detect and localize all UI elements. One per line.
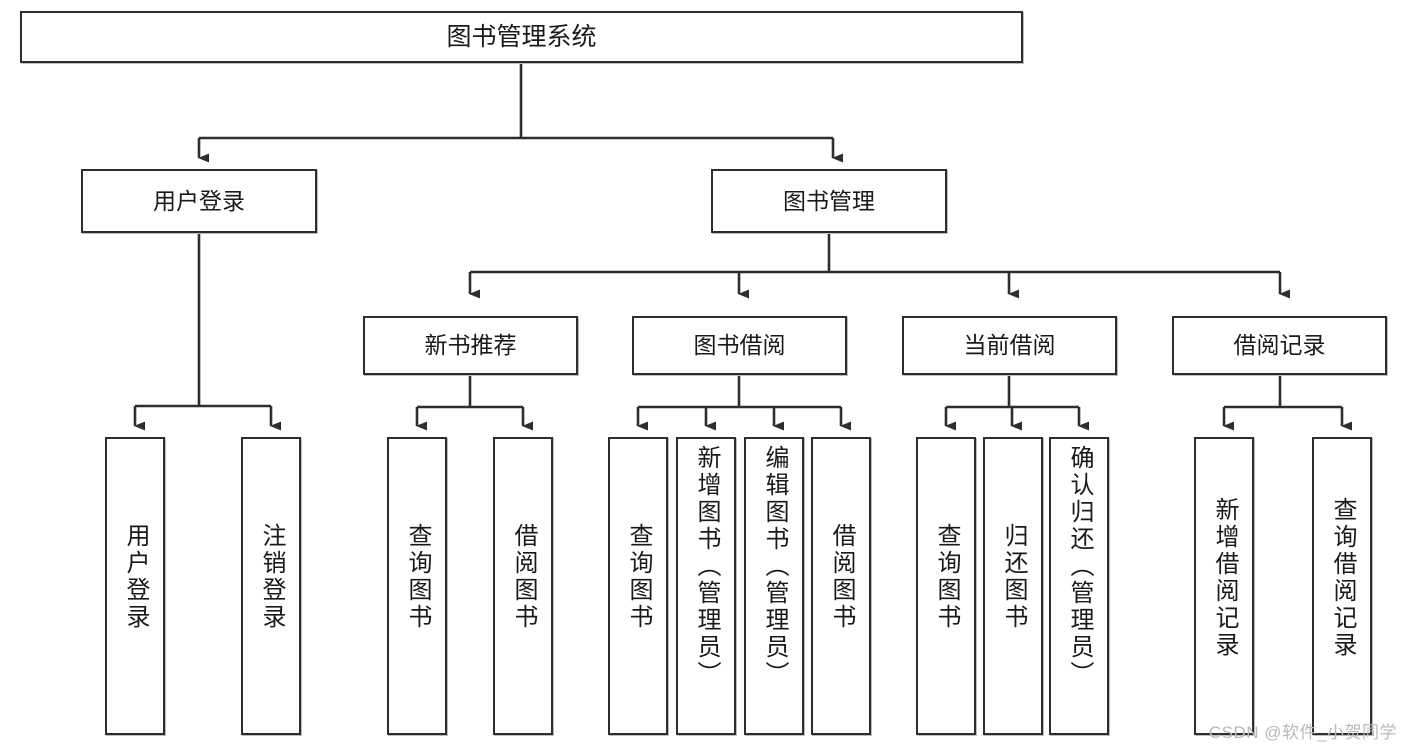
leaf-logout[interactable]: 注销登录: [241, 437, 301, 735]
leaf-query-book-1-label: 查询图书: [404, 523, 431, 631]
leaf-query-book-3[interactable]: 查询图书: [916, 437, 976, 735]
node-book-borrow[interactable]: 图书借阅: [632, 316, 847, 375]
leaf-query-book-3-label: 查询图书: [933, 523, 960, 631]
leaf-borrow-book-2-label: 借阅图书: [828, 523, 855, 631]
leaf-return-book[interactable]: 归还图书: [983, 437, 1043, 735]
node-new-book-recommend-label: 新书推荐: [424, 332, 517, 358]
leaf-confirm-return-label: 确认归还（管理员）: [1066, 445, 1093, 688]
node-borrow-record[interactable]: 借阅记录: [1172, 316, 1387, 375]
node-user-login[interactable]: 用户登录: [81, 169, 317, 233]
node-root[interactable]: 图书管理系统: [20, 11, 1023, 63]
leaf-edit-book[interactable]: 编辑图书（管理员）: [744, 437, 804, 735]
leaf-add-book[interactable]: 新增图书（管理员）: [676, 437, 736, 735]
watermark: CSDN @软件_小贺同学: [1208, 723, 1397, 742]
leaf-query-record-label: 查询借阅记录: [1329, 497, 1356, 659]
leaf-user-login-label: 用户登录: [122, 523, 149, 631]
leaf-borrow-book-2[interactable]: 借阅图书: [811, 437, 871, 735]
node-user-login-label: 用户登录: [153, 187, 245, 214]
node-current-borrow[interactable]: 当前借阅: [902, 316, 1117, 375]
leaf-logout-label: 注销登录: [258, 523, 285, 631]
node-current-borrow-label: 当前借阅: [963, 332, 1056, 358]
leaf-query-book-2-label: 查询图书: [625, 523, 652, 631]
leaf-borrow-book-1-label: 借阅图书: [510, 523, 537, 631]
node-new-book-recommend[interactable]: 新书推荐: [363, 316, 578, 375]
node-book-borrow-label: 图书借阅: [693, 332, 786, 358]
leaf-add-book-label: 新增图书（管理员）: [693, 445, 720, 688]
leaf-return-book-label: 归还图书: [1000, 523, 1027, 631]
node-borrow-record-label: 借阅记录: [1233, 332, 1326, 358]
node-root-label: 图书管理系统: [446, 22, 597, 51]
leaf-edit-book-label: 编辑图书（管理员）: [761, 445, 788, 688]
leaf-query-book-2[interactable]: 查询图书: [608, 437, 668, 735]
leaf-add-record-label: 新增借阅记录: [1211, 497, 1238, 659]
node-book-management[interactable]: 图书管理: [711, 169, 947, 233]
node-book-management-label: 图书管理: [783, 187, 875, 214]
leaf-add-record[interactable]: 新增借阅记录: [1194, 437, 1254, 735]
leaf-borrow-book-1[interactable]: 借阅图书: [493, 437, 553, 735]
leaf-confirm-return[interactable]: 确认归还（管理员）: [1049, 437, 1109, 735]
leaf-query-book-1[interactable]: 查询图书: [387, 437, 447, 735]
leaf-query-record[interactable]: 查询借阅记录: [1312, 437, 1372, 735]
leaf-user-login[interactable]: 用户登录: [105, 437, 165, 735]
